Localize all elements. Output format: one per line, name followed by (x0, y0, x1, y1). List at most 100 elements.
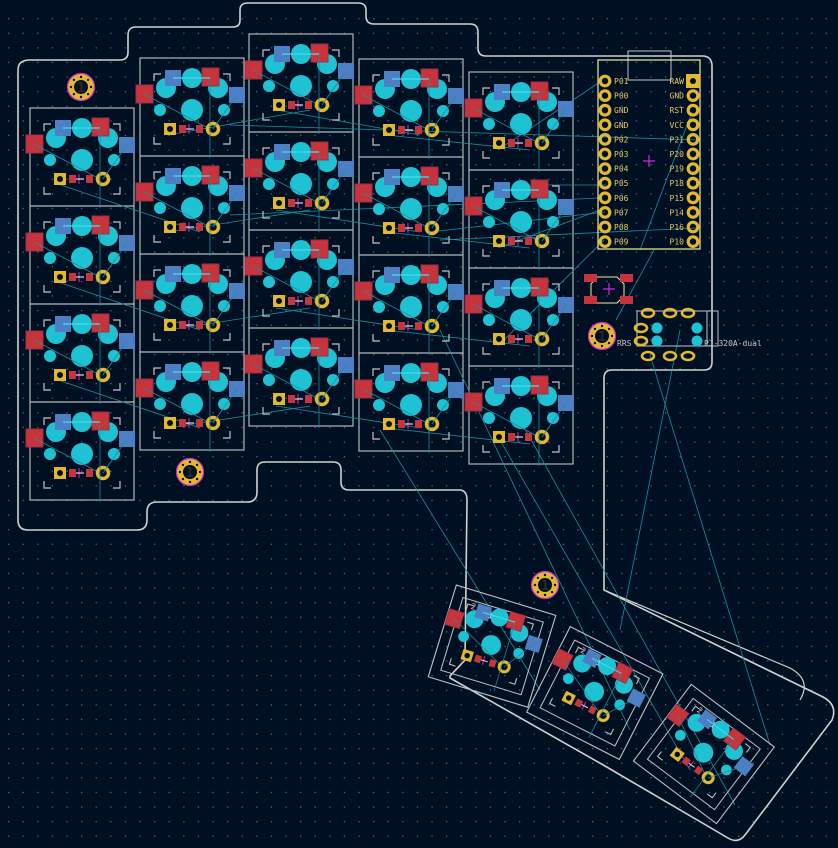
mcu-pin-p02[interactable] (598, 132, 612, 146)
grid-dot (212, 310, 214, 312)
key-switch[interactable] (135, 67, 245, 158)
thumb-key-switch[interactable]: 21 (427, 584, 557, 708)
mcu-pin-p14[interactable] (686, 205, 700, 219)
key-switch[interactable] (464, 375, 574, 466)
key-switch[interactable] (244, 239, 354, 330)
thumb-key-switch[interactable]: 21 (525, 625, 664, 761)
mcu-pin-vcc[interactable] (686, 118, 700, 132)
key-switch[interactable] (354, 166, 464, 257)
grid-dot (694, 280, 696, 283)
mcu-pin-p18[interactable] (686, 176, 700, 190)
grid-dot (416, 339, 419, 341)
key-switch[interactable] (135, 361, 245, 452)
grid-dot (314, 529, 316, 531)
mcu-pin-p07[interactable] (598, 205, 612, 219)
key-switch[interactable] (354, 362, 464, 453)
mcu-pin-label: P16 (670, 223, 685, 232)
mcu-pin-p06[interactable] (598, 191, 612, 205)
grid-dot (285, 762, 287, 764)
grid-dot (212, 718, 214, 721)
grid-dot (460, 645, 462, 648)
grid-dot (767, 397, 769, 399)
mcu-pin-gnd[interactable] (598, 118, 612, 132)
pad-number-label: 1 (708, 719, 718, 730)
grid-dot (752, 470, 754, 472)
mcu-pin-p15[interactable] (686, 191, 700, 205)
grid-dot (621, 18, 623, 20)
mcu-pin-p00[interactable] (598, 89, 612, 102)
grid-dot (241, 499, 243, 502)
key-switch[interactable] (464, 81, 574, 172)
grid-dot (781, 543, 784, 545)
grid-dot (752, 806, 754, 808)
grid-dot (183, 441, 185, 443)
grid-dot (8, 470, 10, 472)
thumb-key-switch[interactable]: 21 (632, 683, 776, 825)
grid-dot (767, 499, 769, 502)
key-switch[interactable] (25, 215, 135, 306)
grid-dot (168, 587, 170, 589)
mcu-pin-p04[interactable] (598, 162, 612, 176)
key-switch[interactable] (25, 313, 135, 404)
mcu-pin-p01[interactable] (598, 74, 612, 88)
grid-dot (227, 806, 229, 808)
key-switch[interactable] (354, 68, 464, 159)
grid-dot (139, 821, 141, 823)
mcu-pin-rst[interactable] (686, 103, 700, 117)
grid-dot (446, 485, 448, 487)
grid-dot (300, 587, 302, 589)
mcu-pin-p19[interactable] (686, 162, 700, 176)
grid-dot (781, 295, 784, 297)
mcu-pin-p08[interactable] (598, 220, 612, 234)
grid-dot (358, 748, 360, 750)
grid-dot (811, 295, 813, 297)
grid-dot (241, 105, 243, 107)
key-switch[interactable] (135, 165, 245, 256)
grid-dot (796, 222, 798, 224)
grid-dot (635, 806, 638, 808)
grid-dot (110, 383, 112, 385)
grid-dot (358, 470, 360, 472)
key-switch[interactable] (244, 141, 354, 232)
mcu-pin-gnd[interactable] (686, 89, 700, 102)
mcu-pin-p16[interactable] (686, 220, 700, 234)
key-switch[interactable] (354, 264, 464, 355)
grid-dot (212, 149, 214, 151)
grid-dot (22, 251, 24, 253)
grid-dot (781, 134, 784, 137)
grid-dot (708, 499, 711, 502)
grid-dot (95, 835, 97, 837)
grid-dot (650, 149, 652, 151)
grid-dot (256, 821, 258, 823)
grid-dot (738, 718, 740, 721)
mcu-pin-p05[interactable] (598, 176, 612, 190)
key-switch[interactable] (25, 411, 135, 502)
key-switch[interactable] (464, 179, 574, 270)
grid-dot (635, 47, 638, 49)
grid-dot (592, 397, 594, 399)
grid-dot (577, 310, 579, 312)
grid-dot (679, 762, 681, 764)
grid-dot (168, 616, 170, 618)
grid-dot (635, 149, 638, 151)
mcu-pin-p20[interactable] (686, 147, 700, 161)
mcu-pin-p21[interactable] (686, 132, 700, 146)
mcu-pin-p03[interactable] (598, 147, 612, 161)
mcu-pin-p10[interactable] (686, 235, 700, 249)
key-switch[interactable] (25, 117, 135, 208)
key-switch[interactable] (244, 337, 354, 428)
mcu-pin-gnd[interactable] (598, 103, 612, 117)
grid-dot (285, 675, 287, 677)
grid-dot (285, 295, 287, 297)
key-switch[interactable] (244, 43, 354, 134)
grid-dot (665, 645, 667, 648)
key-switch[interactable] (135, 263, 245, 354)
grid-dot (781, 485, 784, 487)
grid-dot (650, 18, 652, 20)
key-switch[interactable] (464, 277, 574, 368)
grid-dot (8, 558, 10, 560)
mcu-pin-p09[interactable] (598, 235, 612, 249)
grid-dot (460, 47, 462, 49)
